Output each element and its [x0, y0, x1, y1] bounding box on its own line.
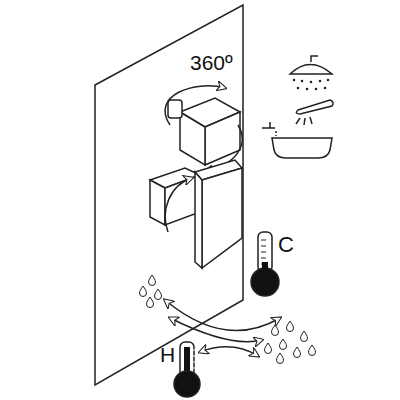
- hot-label: H: [160, 344, 175, 365]
- hot-thermometer: [174, 342, 200, 397]
- mixer-lever: [150, 160, 242, 268]
- cold-thermometer: [251, 232, 279, 296]
- outlet-icons: [262, 56, 333, 158]
- diverter-knob: [165, 86, 242, 172]
- wall-plate: [95, 5, 243, 385]
- cold-label: C: [278, 234, 294, 256]
- temperature-arrows: [165, 300, 280, 356]
- rotation-label: 360º: [190, 52, 233, 73]
